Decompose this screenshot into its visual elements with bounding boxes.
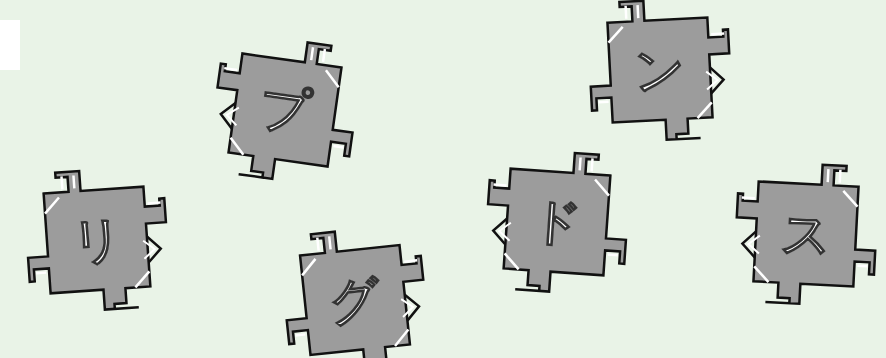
notch-line — [599, 100, 609, 103]
notch-line — [311, 47, 325, 62]
notch-line — [393, 330, 409, 346]
notch-line — [711, 32, 724, 35]
notch-line — [324, 70, 341, 87]
notch-line — [301, 259, 317, 275]
notch-line — [697, 102, 713, 118]
chevron-cut — [706, 71, 718, 90]
notch-line — [61, 175, 74, 189]
piece-outline — [586, 0, 733, 144]
notch-line — [608, 27, 624, 43]
puzzle-piece: プ — [200, 25, 369, 194]
notch-line — [134, 271, 150, 287]
piece-letter: ド — [504, 169, 611, 276]
notch-line — [295, 334, 305, 335]
puzzle-piece: リ — [17, 160, 177, 320]
chevron-cut — [748, 235, 760, 254]
notch-line — [742, 196, 755, 199]
chevron-cut — [499, 222, 511, 241]
notch-line — [493, 183, 506, 186]
chevron-cut — [225, 106, 238, 125]
notch-line — [224, 68, 237, 70]
notch-line — [594, 180, 610, 196]
chevron-cut — [143, 240, 155, 259]
notch-line — [857, 264, 867, 267]
puzzle-piece: ド — [477, 142, 637, 302]
piece-outline — [206, 31, 364, 189]
piece-outline — [732, 160, 879, 307]
piece-letter: ン — [607, 17, 712, 122]
notch-line — [229, 138, 246, 155]
white-panel — [0, 20, 20, 70]
notch-line — [404, 260, 417, 261]
notch-line — [317, 236, 330, 250]
notch-line — [44, 198, 60, 214]
piece-outline — [22, 165, 171, 314]
piece-outline — [482, 147, 631, 296]
notch-line — [843, 191, 859, 207]
notch-line — [333, 146, 343, 147]
notch-line — [148, 201, 161, 204]
notch-line — [580, 157, 593, 171]
notch-line — [36, 271, 46, 274]
puzzle-piece: ス — [727, 155, 885, 313]
piece-letter: グ — [300, 245, 410, 355]
notch-line — [608, 253, 618, 256]
piece-letter: リ — [44, 187, 151, 294]
notch-line — [504, 253, 520, 269]
chevron-cut — [401, 298, 414, 317]
puzzle-piece: グ — [273, 218, 438, 358]
piece-letter: プ — [229, 54, 342, 167]
notch-line — [626, 5, 639, 19]
notch-line — [828, 169, 841, 183]
notch-line — [753, 266, 769, 282]
piece-letter: ス — [753, 181, 858, 286]
piece-outline — [278, 223, 432, 358]
puzzle-piece: ン — [581, 0, 739, 149]
